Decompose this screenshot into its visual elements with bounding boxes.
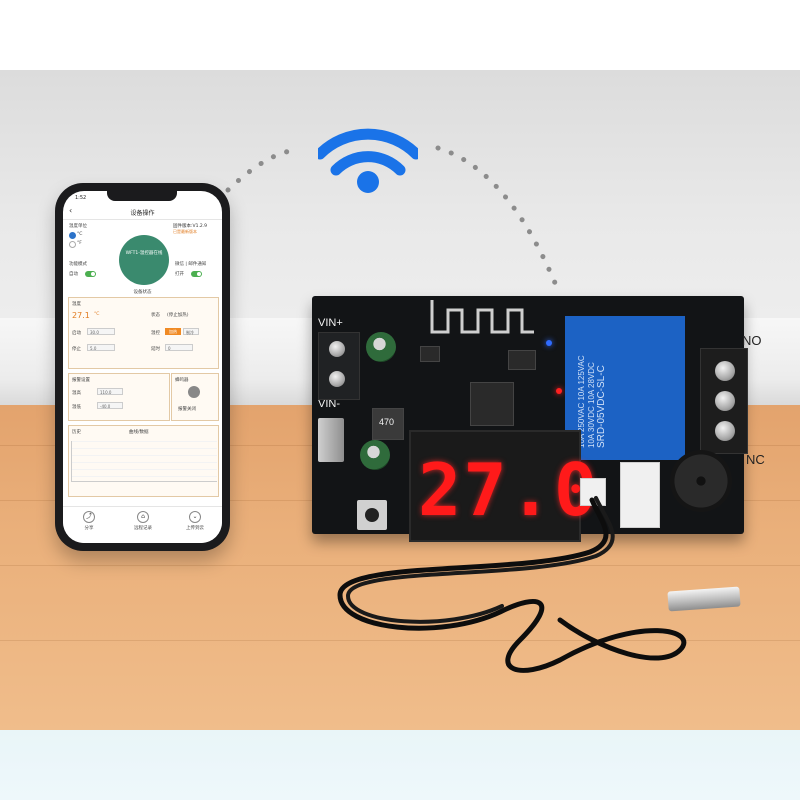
- chevron-down-icon: ⌄: [189, 511, 201, 523]
- smartphone: 1:52 ‹ 设备操作 温度单位 °C °F 固件版本:V1.2.9 已是最新版…: [55, 183, 230, 551]
- nc-label: NC: [746, 452, 765, 467]
- relay-terminal: [700, 348, 748, 454]
- temp-label: 温度: [72, 302, 81, 307]
- small-chip: [508, 350, 536, 370]
- microcontroller-chip: [470, 382, 514, 426]
- status-card: 温度 27.1 °C 状态 (停止加热) 启动 30.0 温控 加热 制冷 停止…: [68, 297, 219, 369]
- sensor-connector: [620, 462, 660, 528]
- status-section-title: 设备状态: [133, 290, 152, 295]
- unit-c-label: °C: [77, 232, 83, 237]
- page-title: 设备操作: [130, 210, 155, 217]
- buzzer: [670, 450, 732, 512]
- unit-label: 温度单位: [69, 224, 87, 229]
- unit-f-label: °F: [77, 241, 82, 246]
- beeper-section-title: 蜂鸣器: [175, 378, 189, 383]
- tab-history[interactable]: ⌂ 远程记录: [123, 511, 163, 531]
- cool-button[interactable]: 制冷: [183, 328, 199, 335]
- delay-label: 延时: [151, 347, 160, 352]
- history-chart: [71, 441, 217, 482]
- mode-value: 自动: [69, 272, 78, 277]
- stop-input[interactable]: 5.0: [87, 344, 115, 351]
- capacitor: [360, 440, 390, 470]
- inductor-label: 470: [379, 417, 395, 427]
- notify-label: 微信 | 邮件通知: [175, 262, 207, 267]
- vin-plus-label: VIN+: [318, 317, 343, 329]
- stop-label: 停止: [72, 347, 81, 352]
- start-input[interactable]: 30.0: [87, 328, 115, 335]
- red-led: [556, 388, 562, 394]
- history-title: 曲线/数据: [129, 430, 149, 435]
- buzzer-icon[interactable]: [188, 386, 200, 398]
- terminal-screw[interactable]: [715, 361, 735, 381]
- home-icon: ⌂: [137, 511, 149, 523]
- terminal-screw[interactable]: [715, 391, 735, 411]
- top-background: [0, 0, 800, 70]
- back-icon[interactable]: ‹: [69, 206, 73, 215]
- high-label: 温高: [72, 391, 81, 396]
- unit-f-radio[interactable]: [69, 241, 76, 248]
- usb-port[interactable]: [318, 418, 344, 462]
- beeper-value: 报警关闭: [178, 407, 196, 412]
- small-chip: [420, 346, 440, 362]
- app-screen: 1:52 ‹ 设备操作 温度单位 °C °F 固件版本:V1.2.9 已是最新版…: [63, 191, 222, 543]
- push-button[interactable]: [357, 500, 387, 530]
- power-terminal: [318, 332, 360, 400]
- led-display: [409, 430, 581, 542]
- alarm-card: 报警设置 温高 110.0 温低 -40.0: [68, 373, 170, 421]
- bottom-background: [0, 730, 800, 800]
- unit-c-radio[interactable]: [69, 232, 76, 239]
- heat-button[interactable]: 加热: [165, 328, 181, 335]
- start-label: 启动: [72, 331, 81, 336]
- phone-notch: [107, 191, 177, 201]
- no-label: NO: [742, 333, 762, 348]
- low-input[interactable]: -40.0: [97, 402, 123, 409]
- alarm-section-title: 报警设置: [72, 378, 90, 383]
- high-input[interactable]: 110.0: [97, 388, 123, 395]
- notify-value: 打开: [175, 272, 184, 277]
- low-label: 温低: [72, 405, 81, 410]
- inductor: 470: [372, 408, 404, 440]
- app-nav-bar: ‹ 设备操作: [63, 205, 222, 220]
- wifi-icon: [318, 128, 418, 193]
- mode-label: 功能模式: [69, 262, 87, 267]
- state-label: 状态: [151, 313, 160, 318]
- tab-history-label: 远程记录: [134, 526, 152, 531]
- notify-toggle[interactable]: [191, 271, 202, 277]
- firmware-status: 已是最新版本: [173, 229, 197, 234]
- history-label: 历史: [72, 430, 81, 435]
- temp-unit: °C: [94, 312, 100, 317]
- status-bar: 1:52: [63, 191, 222, 205]
- display-reading: 27.0: [418, 448, 600, 532]
- mode-heat-label: 温控: [151, 331, 160, 336]
- terminal-screw[interactable]: [715, 421, 735, 441]
- device-status-circle: WFT1-温控器在线: [119, 235, 169, 285]
- terminal-screw[interactable]: [329, 371, 345, 387]
- share-icon: ⤴: [83, 511, 95, 523]
- bottom-tab-bar: ⤴ 分享 ⌂ 远程记录 ⌄ 上传到云: [63, 506, 222, 543]
- status-time: 1:52: [75, 195, 87, 201]
- terminal-screw[interactable]: [329, 341, 345, 357]
- mode-toggle[interactable]: [85, 271, 96, 277]
- relay: 10A 250VAC 10A 125VAC 10A 30VDC 10A 28VD…: [565, 316, 685, 460]
- firmware-version: 固件版本:V1.2.9: [173, 224, 208, 229]
- vin-minus-label: VIN-: [318, 398, 340, 410]
- device-status-text: WFT1-温控器在线: [125, 251, 163, 256]
- delay-input[interactable]: 0: [165, 344, 193, 351]
- tab-upload-label: 上传到云: [186, 526, 204, 531]
- blue-led: [546, 340, 552, 346]
- capacitor: [366, 332, 396, 362]
- beeper-card: 蜂鸣器 报警关闭: [171, 373, 219, 421]
- signal-dots: [225, 145, 563, 298]
- tab-upload[interactable]: ⌄ 上传到云: [175, 511, 215, 531]
- temp-value: 27.1: [72, 311, 90, 320]
- tab-share[interactable]: ⤴ 分享: [69, 511, 109, 531]
- tab-share-label: 分享: [84, 526, 94, 531]
- state-value: (停止加热): [167, 313, 189, 318]
